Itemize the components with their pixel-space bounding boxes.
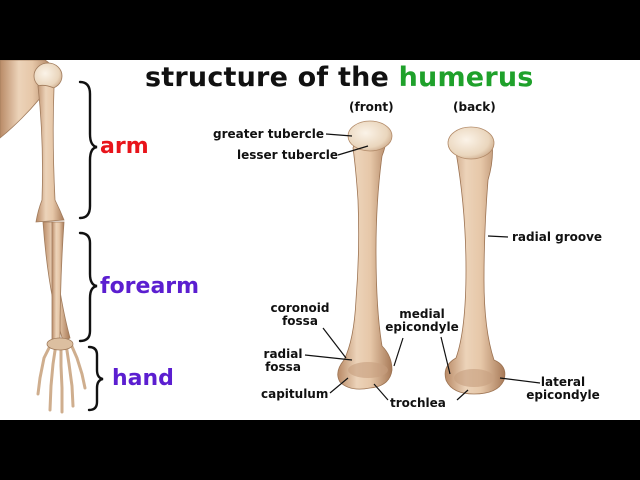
title-prefix: structure of the [145,62,390,93]
label-lateral-epicondyle: lateral epicondyle [524,376,602,402]
region-braces [78,80,104,412]
arm-humerus-shape [35,84,65,223]
front-humerus [337,120,393,390]
shoulder-head-shape [33,62,63,90]
view-back-label: (back) [453,100,496,114]
region-arm-label: arm [100,134,149,159]
label-medial-epicondyle-line2: epicondyle [385,320,459,334]
view-front-label: (front) [349,100,394,114]
label-trochlea: trochlea [390,396,446,410]
label-lesser-tubercle: lesser tubercle [237,148,339,162]
label-lateral-epicondyle-line2: epicondyle [526,388,600,402]
diagram-canvas: structure of the humerus (front) (back) … [0,60,640,420]
region-forearm-label: forearm [100,274,200,299]
leader-lines [304,133,541,401]
title-highlight: humerus [398,62,534,93]
label-capitulum: capitulum [261,387,329,401]
back-humerus-shaft [444,140,506,395]
label-medial-epicondyle-line1: medial [399,307,445,321]
forearm-brace [78,231,98,343]
hand-bones [36,340,87,414]
arm-brace [78,80,98,220]
label-radial-fossa: radial fossa [261,348,305,374]
label-greater-tubercle: greater tubercle [213,127,325,141]
label-radial-fossa-line2: fossa [265,360,301,374]
back-humerus [444,126,506,395]
label-lateral-epicondyle-line1: lateral [540,375,586,389]
label-coronoid-fossa: coronoid fossa [268,302,332,328]
label-radial-fossa-line1: radial [263,347,303,361]
label-coronoid-fossa-line2: fossa [282,314,318,328]
anatomy-illustration [0,60,541,414]
hand-brace [87,345,104,412]
page-title: structure of the humerus [145,62,534,93]
label-medial-epicondyle: medial epicondyle [383,308,461,334]
label-radial-groove: radial groove [512,230,603,244]
region-hand-label: hand [112,366,174,391]
arm-skeleton [0,60,87,414]
label-coronoid-fossa-line1: coronoid [270,301,330,315]
front-humerus-shaft [337,131,393,390]
